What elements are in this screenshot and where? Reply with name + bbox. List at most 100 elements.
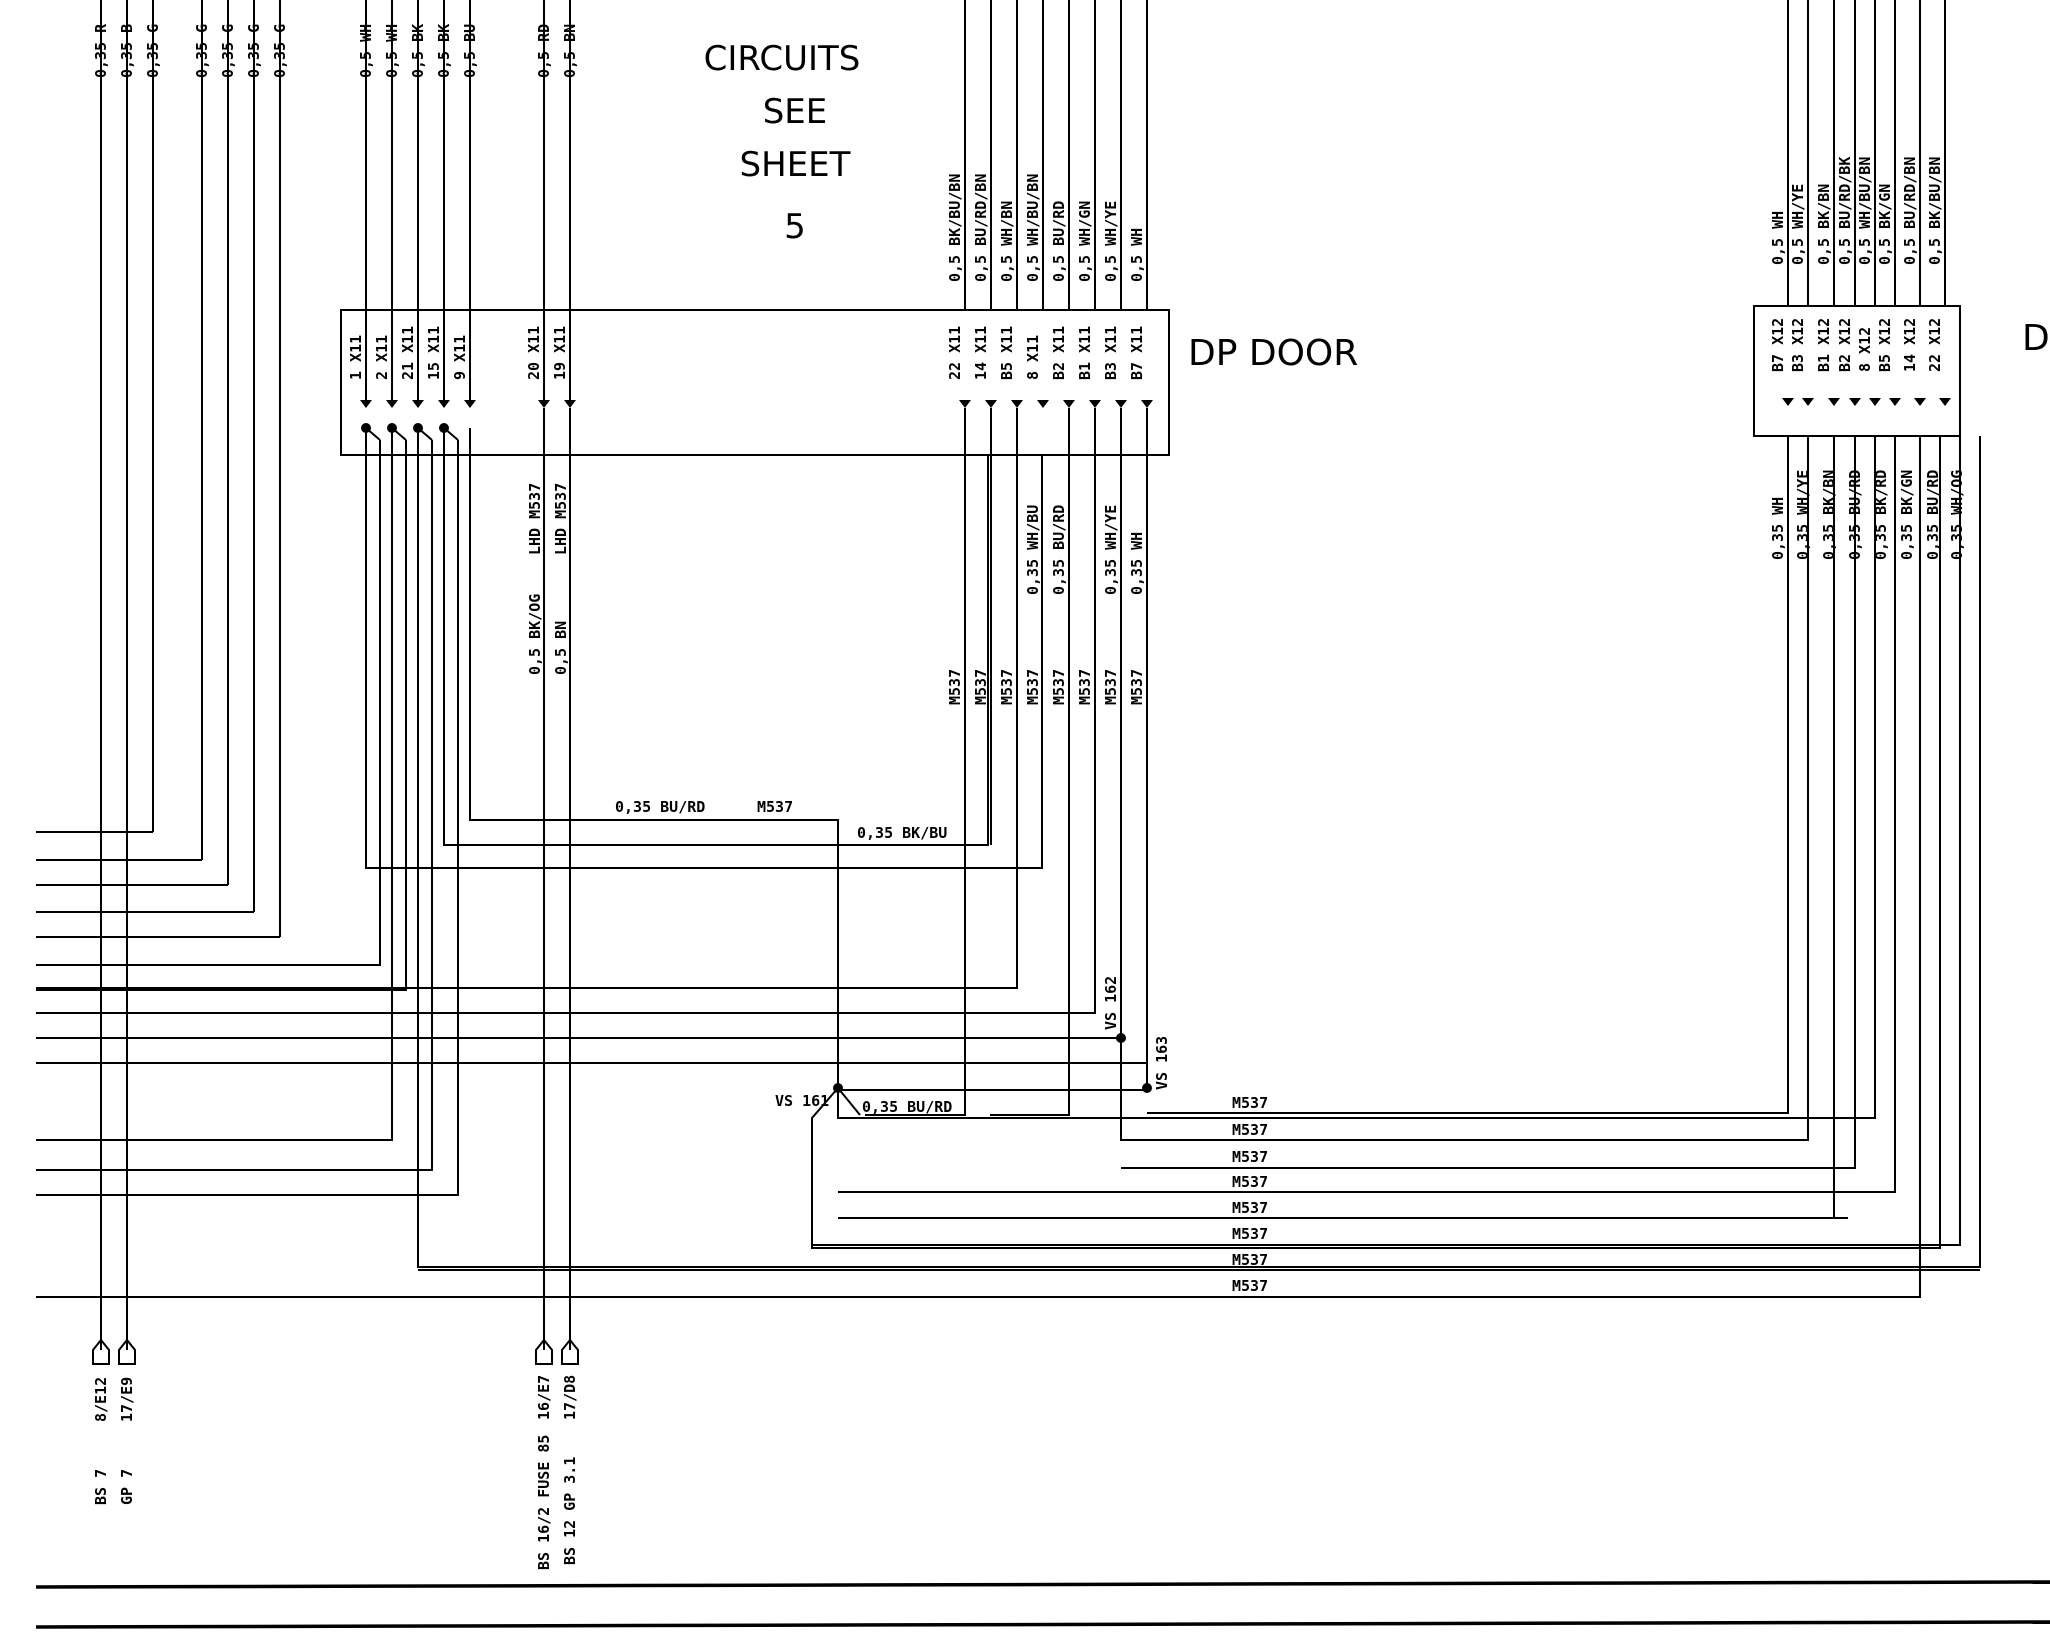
x11-bottom-wire-labels: 0,35 WH/BU 0,35 BU/RD 0,35 WH/YE 0,35 WH <box>1024 505 1146 595</box>
top-mid-wire-group <box>365 0 571 407</box>
wire-label: 0,35 WH <box>1128 532 1146 595</box>
x11-left-pins: 1 X11 2 X11 21 X11 15 X11 9 X11 20 X11 1… <box>347 326 569 380</box>
wire-label: M537 <box>1128 669 1146 705</box>
pin-label: B2 X11 <box>1050 326 1068 380</box>
circuits-note-line3: SHEET <box>740 145 851 185</box>
x11-pin-markers <box>360 400 1153 433</box>
ref-label: BS 12 GP 3.1 <box>561 1457 579 1565</box>
top-left-wire-labels: 0,35 R 0,35 B 0,35 G 0,35 G 0,35 G 0,35 … <box>92 23 289 78</box>
wire-label: 0,35 WH <box>1769 497 1787 560</box>
ref-label: 17/D8 <box>561 1375 579 1420</box>
wire-label: 0,35 BU/RD <box>1050 505 1068 595</box>
wire-label: M537 <box>1232 1121 1268 1139</box>
border-line-lower <box>35 1620 2050 1629</box>
circuits-note-line2: SEE <box>763 92 828 132</box>
border-line-upper <box>35 1580 2050 1589</box>
wire-label: 0,35 WH/YE <box>1794 470 1812 560</box>
wire-label: 0,35 BU/RD <box>1846 470 1864 560</box>
pin-label: 14 X12 <box>1901 318 1919 372</box>
x12-top-wire-labels: 0,5 WH 0,5 WH/YE 0,5 BK/BN 0,5 BU/RD/BK … <box>1769 157 1944 265</box>
connector-x12-box <box>1753 305 1961 437</box>
wire-label: M537 <box>1102 669 1120 705</box>
pin-label: 20 X11 <box>525 326 543 380</box>
wire-label: 0,5 BK/BU/BN <box>946 174 964 282</box>
pin-label: B1 X12 <box>1815 318 1833 372</box>
ref-label: BS 16/2 FUSE 85 <box>535 1435 553 1570</box>
ref-label: 16/E7 <box>535 1375 553 1420</box>
wire-label: M537 <box>1076 669 1094 705</box>
pin-label: 8 X12 <box>1856 327 1874 372</box>
x11-right-wire-group <box>36 0 1809 1141</box>
ref-label: BS 7 <box>92 1469 110 1505</box>
splice-label: VS 162 <box>1102 976 1120 1030</box>
pin-label: 22 X11 <box>946 326 964 380</box>
wire-label: 0,35 G <box>271 24 289 78</box>
wire-label: 0,5 BU/RD <box>1050 201 1068 282</box>
x11-right-pins: 22 X11 14 X11 B5 X11 8 X11 B2 X11 B1 X11… <box>946 326 1146 380</box>
pin-label: B1 X11 <box>1076 326 1094 380</box>
wire-label: 0,35 WH/YE <box>1102 505 1120 595</box>
pin-label: 14 X11 <box>972 326 990 380</box>
pin-label: B7 X11 <box>1128 326 1146 380</box>
circuits-note-line4: 5 <box>784 207 806 247</box>
pin-label: 19 X11 <box>551 326 569 380</box>
wire-label: 0,5 BK/BU/BN <box>1926 157 1944 265</box>
wire-label: 0,5 WH/BU/BN <box>1024 174 1042 282</box>
wire-label: 0,5 WH <box>1128 228 1146 282</box>
pin-label: B5 X11 <box>998 326 1016 380</box>
wire-label: 0,35 G <box>219 24 237 78</box>
m537-horizontal-wires: M537 M537 M537 M537 M537 M537 M537 M537 <box>36 436 1980 1298</box>
wire-label: 0,5 WH/YE <box>1102 201 1120 282</box>
wire-label: 0,5 BK/GN <box>1876 184 1894 265</box>
x11-left-outputs <box>36 408 1981 1350</box>
ref-label: GP 7 <box>118 1469 136 1505</box>
ref-label: 17/E9 <box>118 1377 136 1422</box>
x12-bottom-wire-labels: 0,35 WH 0,35 WH/YE 0,35 BK/BN 0,35 BU/RD… <box>1769 470 1966 560</box>
connector-x11-box <box>340 309 1170 456</box>
pin-label: B3 X12 <box>1789 318 1807 372</box>
wire-label: 0,35 BK/BN <box>1820 470 1838 560</box>
pin-label: 22 X12 <box>1926 318 1944 372</box>
wire-label: M537 <box>1232 1277 1268 1295</box>
wire-label: 0,5 WH/GN <box>1076 201 1094 282</box>
wire-label: 0,5 BU/RD/BN <box>972 174 990 282</box>
splices: VS 161 VS 162 VS 163 <box>775 436 1941 1249</box>
ref-label: 8/E12 <box>92 1377 110 1422</box>
wire-label: M537 <box>1232 1199 1268 1217</box>
wire-label: M537 <box>1232 1173 1268 1191</box>
wire-label: 0,5 BK/OG <box>526 594 544 675</box>
wire-label: LHD M537 <box>526 483 544 555</box>
x11-top-wire-labels: 0,5 BK/BU/BN 0,5 BU/RD/BN 0,5 WH/BN 0,5 … <box>946 174 1146 282</box>
wire-label: 0,5 BU/RD/BN <box>1901 157 1919 265</box>
connector-x12-name: DF <box>2022 318 2050 359</box>
splice-label: VS 161 <box>775 1092 829 1110</box>
wire-label: 0,35 G <box>144 24 162 78</box>
pin-label: B2 X12 <box>1836 318 1854 372</box>
pin-label: 2 X11 <box>373 335 391 380</box>
wire-label: 0,35 BK/GN <box>1898 470 1916 560</box>
wire-label: 0,5 WH <box>1769 211 1787 265</box>
top-mid-wire-labels: 0,5 WH 0,5 WH 0,5 BK 0,5 BK 0,5 BU 0,5 R… <box>357 24 579 78</box>
wire-label: 0,5 WH/YE <box>1789 184 1807 265</box>
wire-label: 0,35 WH/BU <box>1024 505 1042 595</box>
wire-label: 0,35 R <box>92 23 110 78</box>
wire-label: 0,5 BN <box>561 24 579 78</box>
wire-label: 0,5 BK <box>409 24 427 78</box>
wire-label: 0,5 BN <box>552 621 570 675</box>
wire-label: 0,5 BK <box>435 24 453 78</box>
wire-label: 0,5 BU/RD/BK <box>1836 157 1854 265</box>
connector-x11-name: DP DOOR <box>1188 333 1358 374</box>
wire-label: M537 <box>1232 1148 1268 1166</box>
wire-label: M537 <box>1232 1251 1268 1269</box>
pin-label: 8 X11 <box>1024 335 1042 380</box>
wire-label: 0,35 WH/OG <box>1948 470 1966 560</box>
wire-label: M537 <box>946 669 964 705</box>
wire-label: 0,5 WH <box>357 24 375 78</box>
wire-label: 0,35 BK/RD <box>1872 470 1890 560</box>
wire-label: M537 <box>972 669 990 705</box>
x12-pins: B7 X12 B3 X12 B1 X12 B2 X12 8 X12 B5 X12… <box>1769 318 1944 372</box>
wire-label: 0,5 BK/BN <box>1815 184 1833 265</box>
wire-label: 0,35 BU/RD <box>862 1098 952 1116</box>
wire-label: 0,5 WH/BN <box>998 201 1016 282</box>
